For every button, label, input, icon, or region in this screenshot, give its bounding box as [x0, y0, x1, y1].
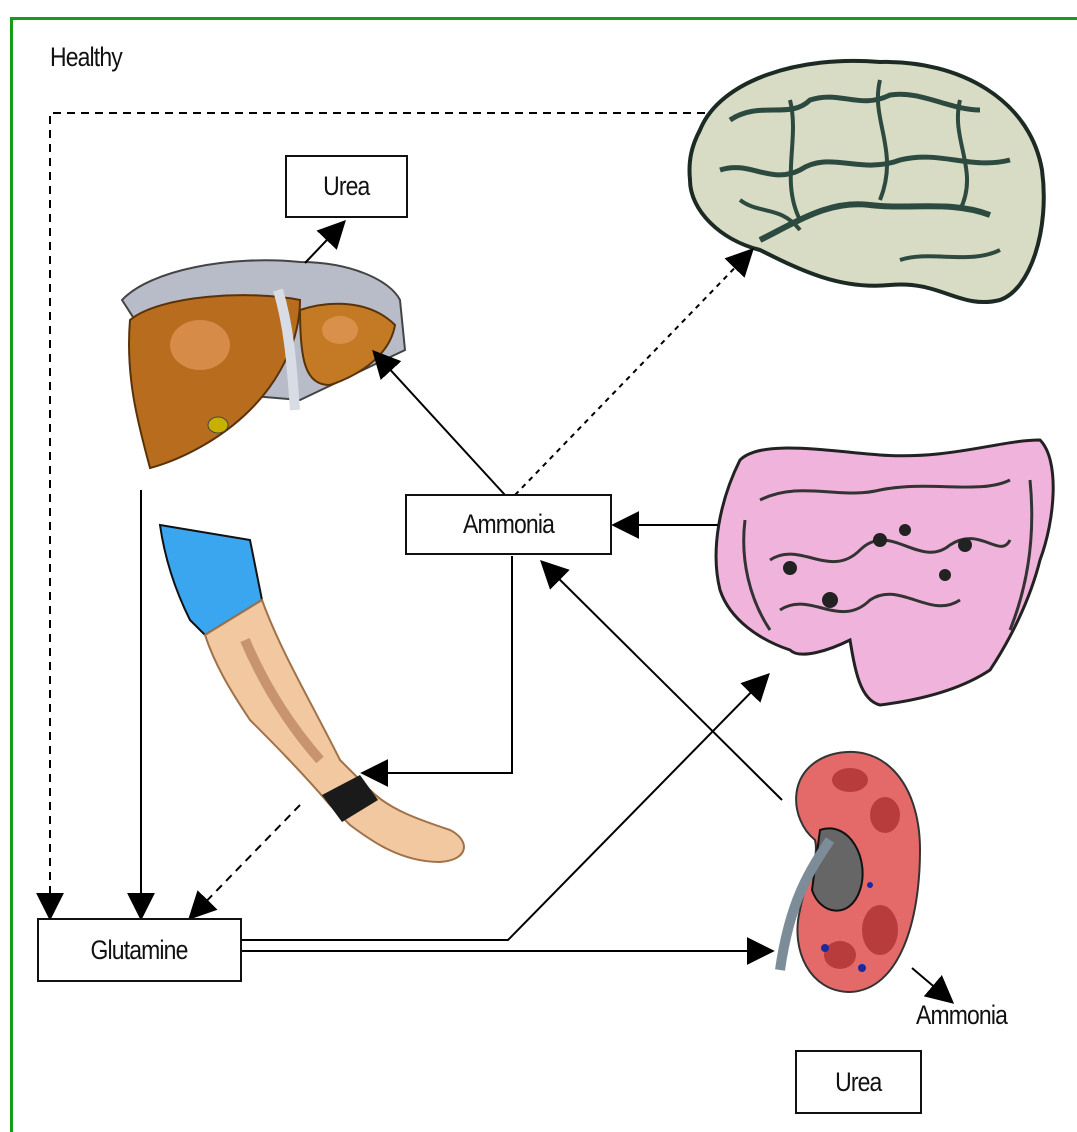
ammonia-excreted-label: Ammonia	[916, 1000, 1007, 1031]
arrow-arm-to-glutamine	[190, 805, 300, 918]
arm-illustration	[160, 525, 464, 862]
arrow-ammonia-to-arm	[363, 556, 512, 773]
glutamine-label: Glutamine	[91, 935, 188, 966]
arrow-kidney-to-ammonia-excreted	[912, 968, 952, 1002]
liver-illustration	[122, 260, 405, 468]
urea-box-top: Urea	[285, 155, 408, 218]
ammonia-label: Ammonia	[463, 509, 554, 540]
arrow-liver-to-urea	[305, 222, 344, 263]
ammonia-box: Ammonia	[405, 494, 612, 555]
brain-illustration	[689, 61, 1043, 302]
arrow-glutamine-to-intestine	[242, 675, 768, 940]
urea-label-bottom: Urea	[835, 1067, 881, 1098]
urea-label-top: Urea	[323, 171, 369, 202]
arrow-ammonia-to-liver	[374, 352, 505, 495]
urea-box-bottom: Urea	[795, 1050, 922, 1114]
glutamine-box: Glutamine	[37, 918, 242, 982]
arrow-ammonia-to-brain	[515, 250, 752, 495]
intestine-illustration	[716, 440, 1053, 705]
kidney-illustration	[780, 752, 920, 992]
